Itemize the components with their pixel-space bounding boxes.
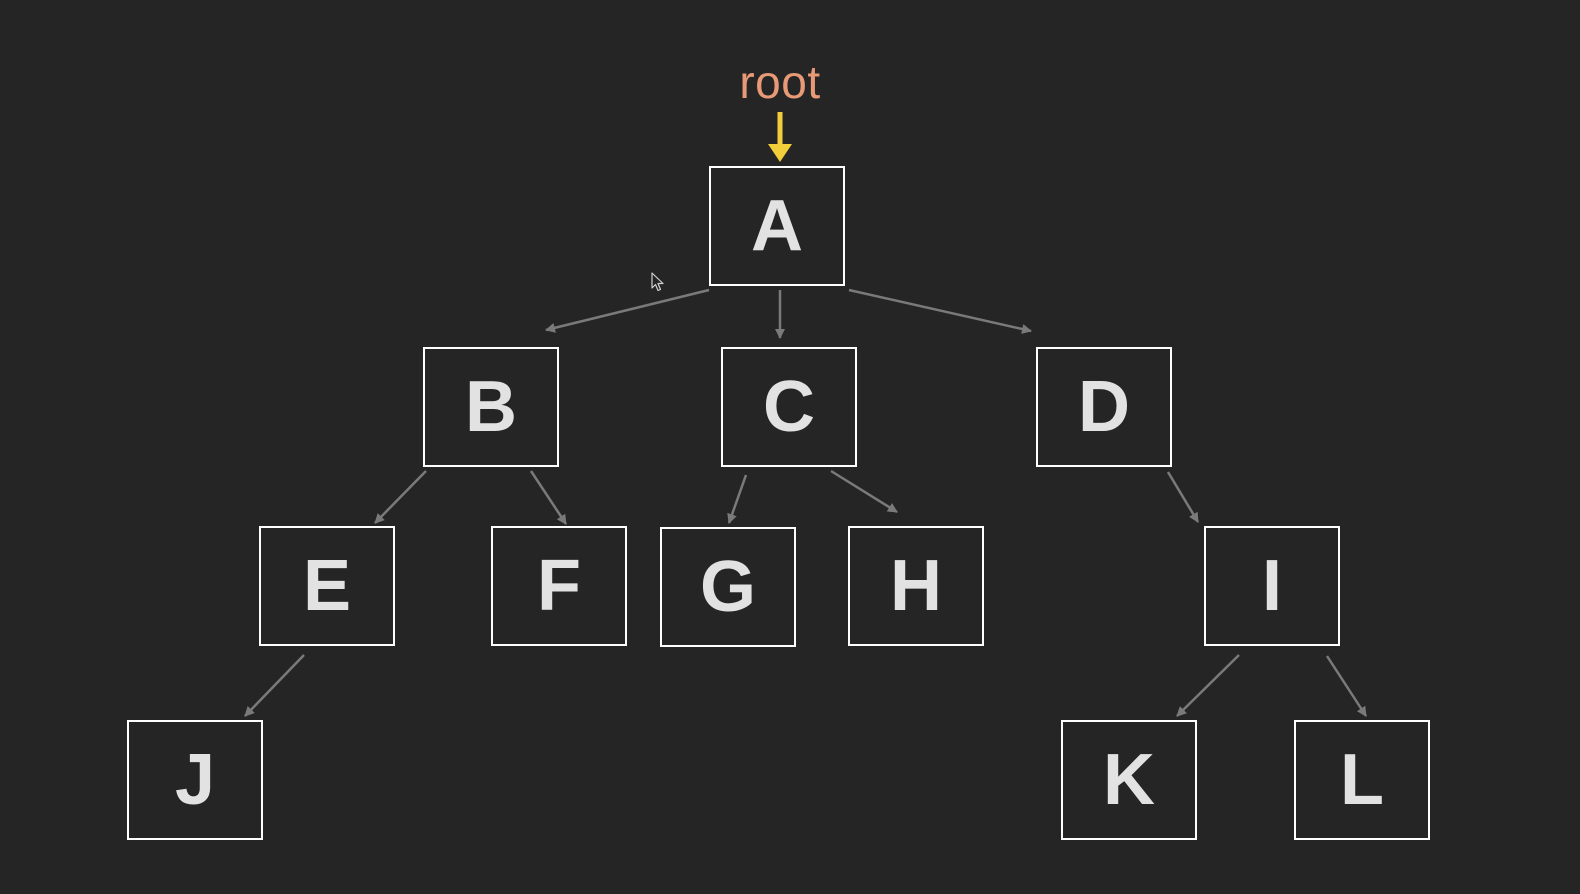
edge-i-k xyxy=(1176,654,1240,717)
node-label: E xyxy=(302,546,352,626)
tree-node-f[interactable]: F xyxy=(491,526,627,646)
tree-node-j[interactable]: J xyxy=(127,720,263,840)
tree-node-c[interactable]: C xyxy=(721,347,857,467)
mouse-cursor-icon xyxy=(651,272,664,292)
edge-i-l xyxy=(1325,655,1368,717)
node-label: A xyxy=(751,186,803,266)
node-label: G xyxy=(699,547,756,627)
tree-node-g[interactable]: G xyxy=(660,527,796,647)
edge-b-f xyxy=(529,470,568,525)
node-label: C xyxy=(763,367,815,447)
node-label: L xyxy=(1340,740,1384,820)
root-label: root xyxy=(739,56,821,108)
node-label: K xyxy=(1103,740,1155,820)
tree-node-b[interactable]: B xyxy=(423,347,559,467)
edge-c-g xyxy=(727,474,748,524)
edge-d-i xyxy=(1166,471,1200,523)
edge-a-b xyxy=(545,288,710,333)
node-label: B xyxy=(465,367,517,447)
edge-c-h xyxy=(830,469,898,514)
edge-a-d xyxy=(848,288,1032,334)
node-label: D xyxy=(1078,367,1130,447)
node-label: F xyxy=(537,546,581,626)
tree-node-i[interactable]: I xyxy=(1204,526,1340,646)
tree-node-k[interactable]: K xyxy=(1061,720,1197,840)
tree-node-d[interactable]: D xyxy=(1036,347,1172,467)
edge-e-j xyxy=(244,654,305,717)
tree-node-l[interactable]: L xyxy=(1294,720,1430,840)
edge-b-e xyxy=(374,470,427,524)
tree-node-a[interactable]: A xyxy=(709,166,845,286)
node-label: H xyxy=(890,546,942,626)
node-label: I xyxy=(1261,546,1282,626)
root-pointer-arrow xyxy=(768,112,792,162)
tree-node-e[interactable]: E xyxy=(259,526,395,646)
node-label: J xyxy=(174,740,216,820)
tree-node-h[interactable]: H xyxy=(848,526,984,646)
